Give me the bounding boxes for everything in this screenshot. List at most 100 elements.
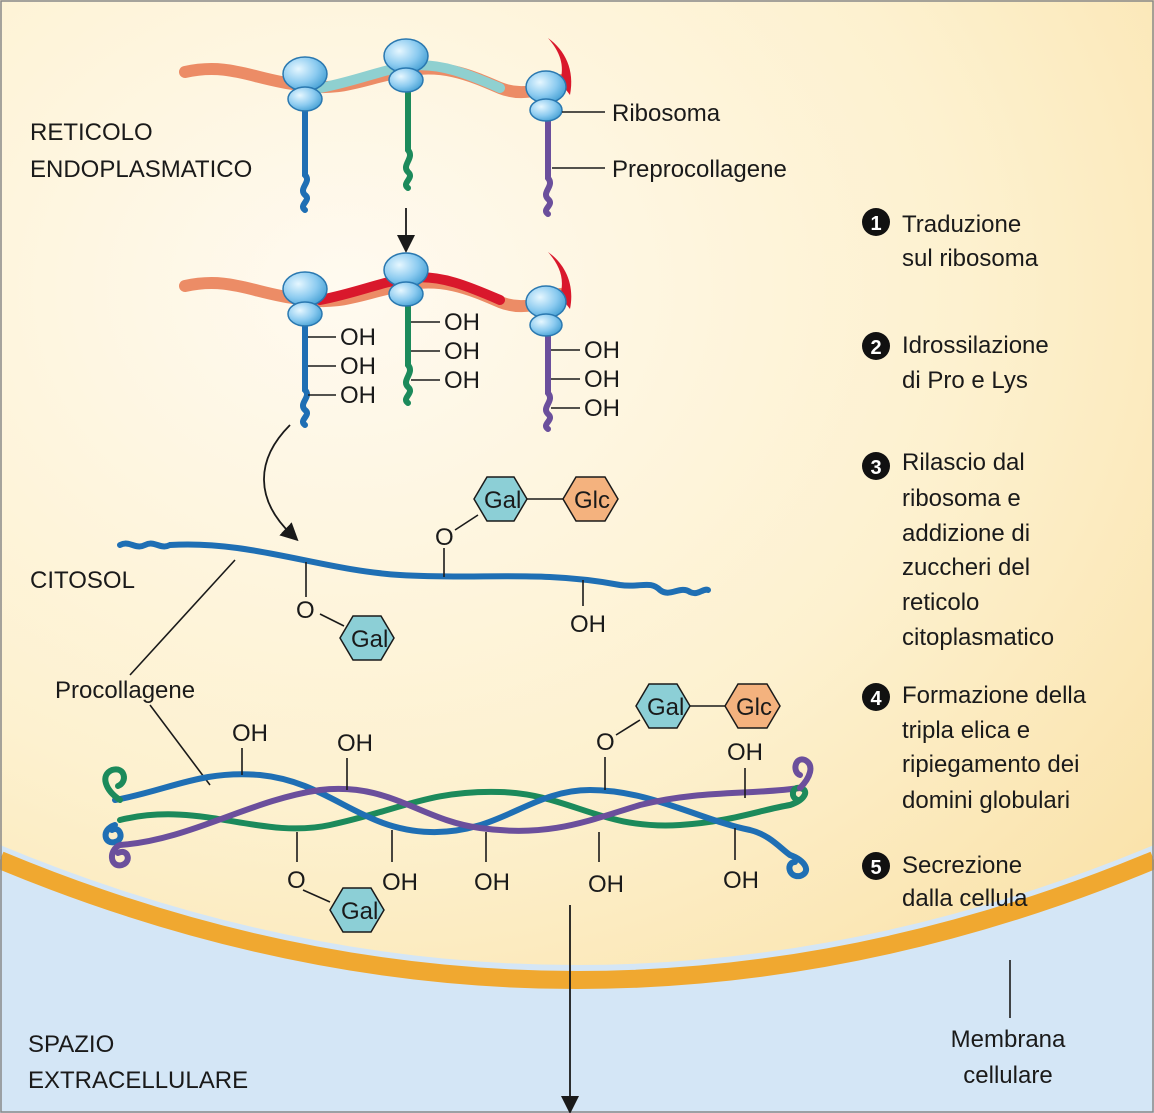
svg-text:1: 1 (870, 213, 881, 235)
step-3-line6: citoplasmatico (902, 624, 1054, 651)
svg-text:Gal: Gal (341, 898, 378, 925)
svg-text:OH: OH (584, 395, 620, 422)
globular-domain-right (792, 756, 814, 791)
glucose-hexagon: Glc (724, 683, 781, 729)
globular-domain-left (102, 822, 124, 846)
svg-text:OH: OH (340, 353, 376, 380)
nascent-chain-purple (543, 112, 553, 217)
step-3-line3: addizione di (902, 520, 1030, 547)
step-3-line2: ribosoma e (902, 485, 1021, 512)
step-number-badge (862, 683, 890, 711)
nascent-chain-green (403, 83, 413, 191)
hydroxyl-group: OH (337, 730, 373, 757)
hydroxyl-group: OH (308, 353, 376, 380)
oxygen-atom: O (287, 867, 306, 894)
hydroxyl-group: OH (588, 871, 624, 898)
callout-membrane-line2: cellulare (963, 1062, 1052, 1089)
step-3-line1: Rilascio dal (902, 449, 1025, 476)
globular-domain-right (786, 852, 810, 880)
bond-line (454, 514, 479, 531)
region-er-line2: ENDOPLASMATICO (30, 156, 252, 183)
svg-text:OH: OH (584, 337, 620, 364)
callout-procollagen: Procollagene (55, 677, 195, 704)
stage-hydroxylation: OH OH OH OH OH OH OH OH OH (179, 252, 620, 432)
step-2-line2: di Pro e Lys (902, 367, 1028, 394)
galactose-hexagon: Gal (339, 615, 395, 661)
globular-domain-left (109, 842, 131, 869)
ribosome-1 (282, 56, 328, 112)
svg-text:3: 3 (870, 457, 881, 479)
hydroxylated-chain-green (403, 297, 413, 406)
step-3-line4: zuccheri del (902, 554, 1030, 581)
step-5-line2: dalla cellula (902, 885, 1028, 912)
svg-text:4: 4 (870, 688, 882, 710)
hydroxyl-group: OH (308, 382, 376, 409)
step-4-line2: tripla elica e (902, 717, 1030, 744)
svg-text:5: 5 (870, 857, 881, 879)
procollagen-leader-lower (149, 704, 211, 786)
svg-text:Glc: Glc (736, 694, 772, 721)
step-4-line1: Formazione della (902, 682, 1087, 709)
hydroxyl-group: OH (411, 367, 480, 394)
ribosome-2 (383, 38, 429, 93)
hydroxyl-group: OH (232, 720, 268, 747)
hydroxyl-group: OH (308, 324, 376, 351)
step-number-badge (862, 452, 890, 480)
arrow-stage2-to-stage3 (263, 424, 299, 542)
hydroxyl-group: OH (727, 739, 763, 766)
svg-text:Glc: Glc (574, 487, 610, 514)
hydroxyl-group: OH (551, 337, 620, 364)
cell-membrane (0, 851, 1154, 989)
helix-chain-blue (112, 771, 793, 858)
galactose-hexagon: Gal (329, 887, 385, 933)
galactose-hexagon: Gal (473, 476, 528, 522)
glucose-hexagon: Glc (562, 476, 619, 522)
hydroxyl-group: OH (570, 611, 606, 638)
hydroxyl-group: OH (551, 395, 620, 422)
stage-sugar-addition: O Gal Glc O Gal OH (117, 476, 711, 661)
procollagen-leader-upper (129, 559, 236, 676)
bond-line (615, 719, 641, 736)
svg-text:OH: OH (340, 324, 376, 351)
step-number-badge (862, 332, 890, 360)
svg-text:Gal: Gal (647, 694, 684, 721)
ribosome-6 (525, 285, 567, 337)
ribosome-5 (383, 252, 429, 307)
step-2: 2 Idrossilazione di Pro e Lys (862, 332, 1049, 394)
step-5-line1: Secrezione (902, 852, 1022, 879)
svg-text:OH: OH (444, 338, 480, 365)
hydroxyl-group: OH (382, 869, 418, 896)
globular-domain-left (102, 766, 127, 803)
svg-text:Gal: Gal (351, 626, 388, 653)
step-1-line2: sul ribosoma (902, 245, 1039, 272)
oxygen-atom: O (596, 729, 615, 756)
nascent-chain-blue (300, 107, 310, 213)
step-number-badge (862, 852, 890, 880)
step-3-line5: reticolo (902, 589, 979, 616)
step-1: 1 Traduzione sul ribosoma (862, 208, 1039, 272)
hydroxyl-group: OH (723, 867, 759, 894)
hydroxyl-group: OH (474, 869, 510, 896)
step-4: 4 Formazione della tripla elica e ripieg… (862, 682, 1087, 814)
svg-text:OH: OH (444, 309, 480, 336)
helix-chain-green (117, 788, 793, 832)
step-1-line1: Traduzione (902, 211, 1021, 238)
ribosome-3 (525, 70, 567, 122)
hydroxyl-group: OH (411, 338, 480, 365)
region-er-line1: RETICOLO (30, 119, 153, 146)
region-extracellular-line2: EXTRACELLULARE (28, 1067, 248, 1094)
oxygen-atom: O (435, 524, 454, 551)
stage-translation: Ribosoma Preprocollagene (179, 38, 787, 217)
step-4-line3: ripiegamento dei (902, 751, 1079, 778)
region-cytosol: CITOSOL (30, 567, 135, 594)
callout-membrane-line1: Membrana (951, 1026, 1066, 1053)
step-5: 5 Secrezione dalla cellula (862, 852, 1028, 912)
helix-chain-purple (117, 785, 803, 848)
svg-text:OH: OH (584, 366, 620, 393)
oxygen-atom: O (296, 597, 315, 624)
step-2-line1: Idrossilazione (902, 332, 1049, 359)
svg-text:Gal: Gal (484, 487, 521, 514)
hydroxyl-group: OH (551, 366, 620, 393)
hydroxyl-group: OH (411, 309, 480, 336)
mrna-ribbon-red-2 (548, 252, 572, 309)
